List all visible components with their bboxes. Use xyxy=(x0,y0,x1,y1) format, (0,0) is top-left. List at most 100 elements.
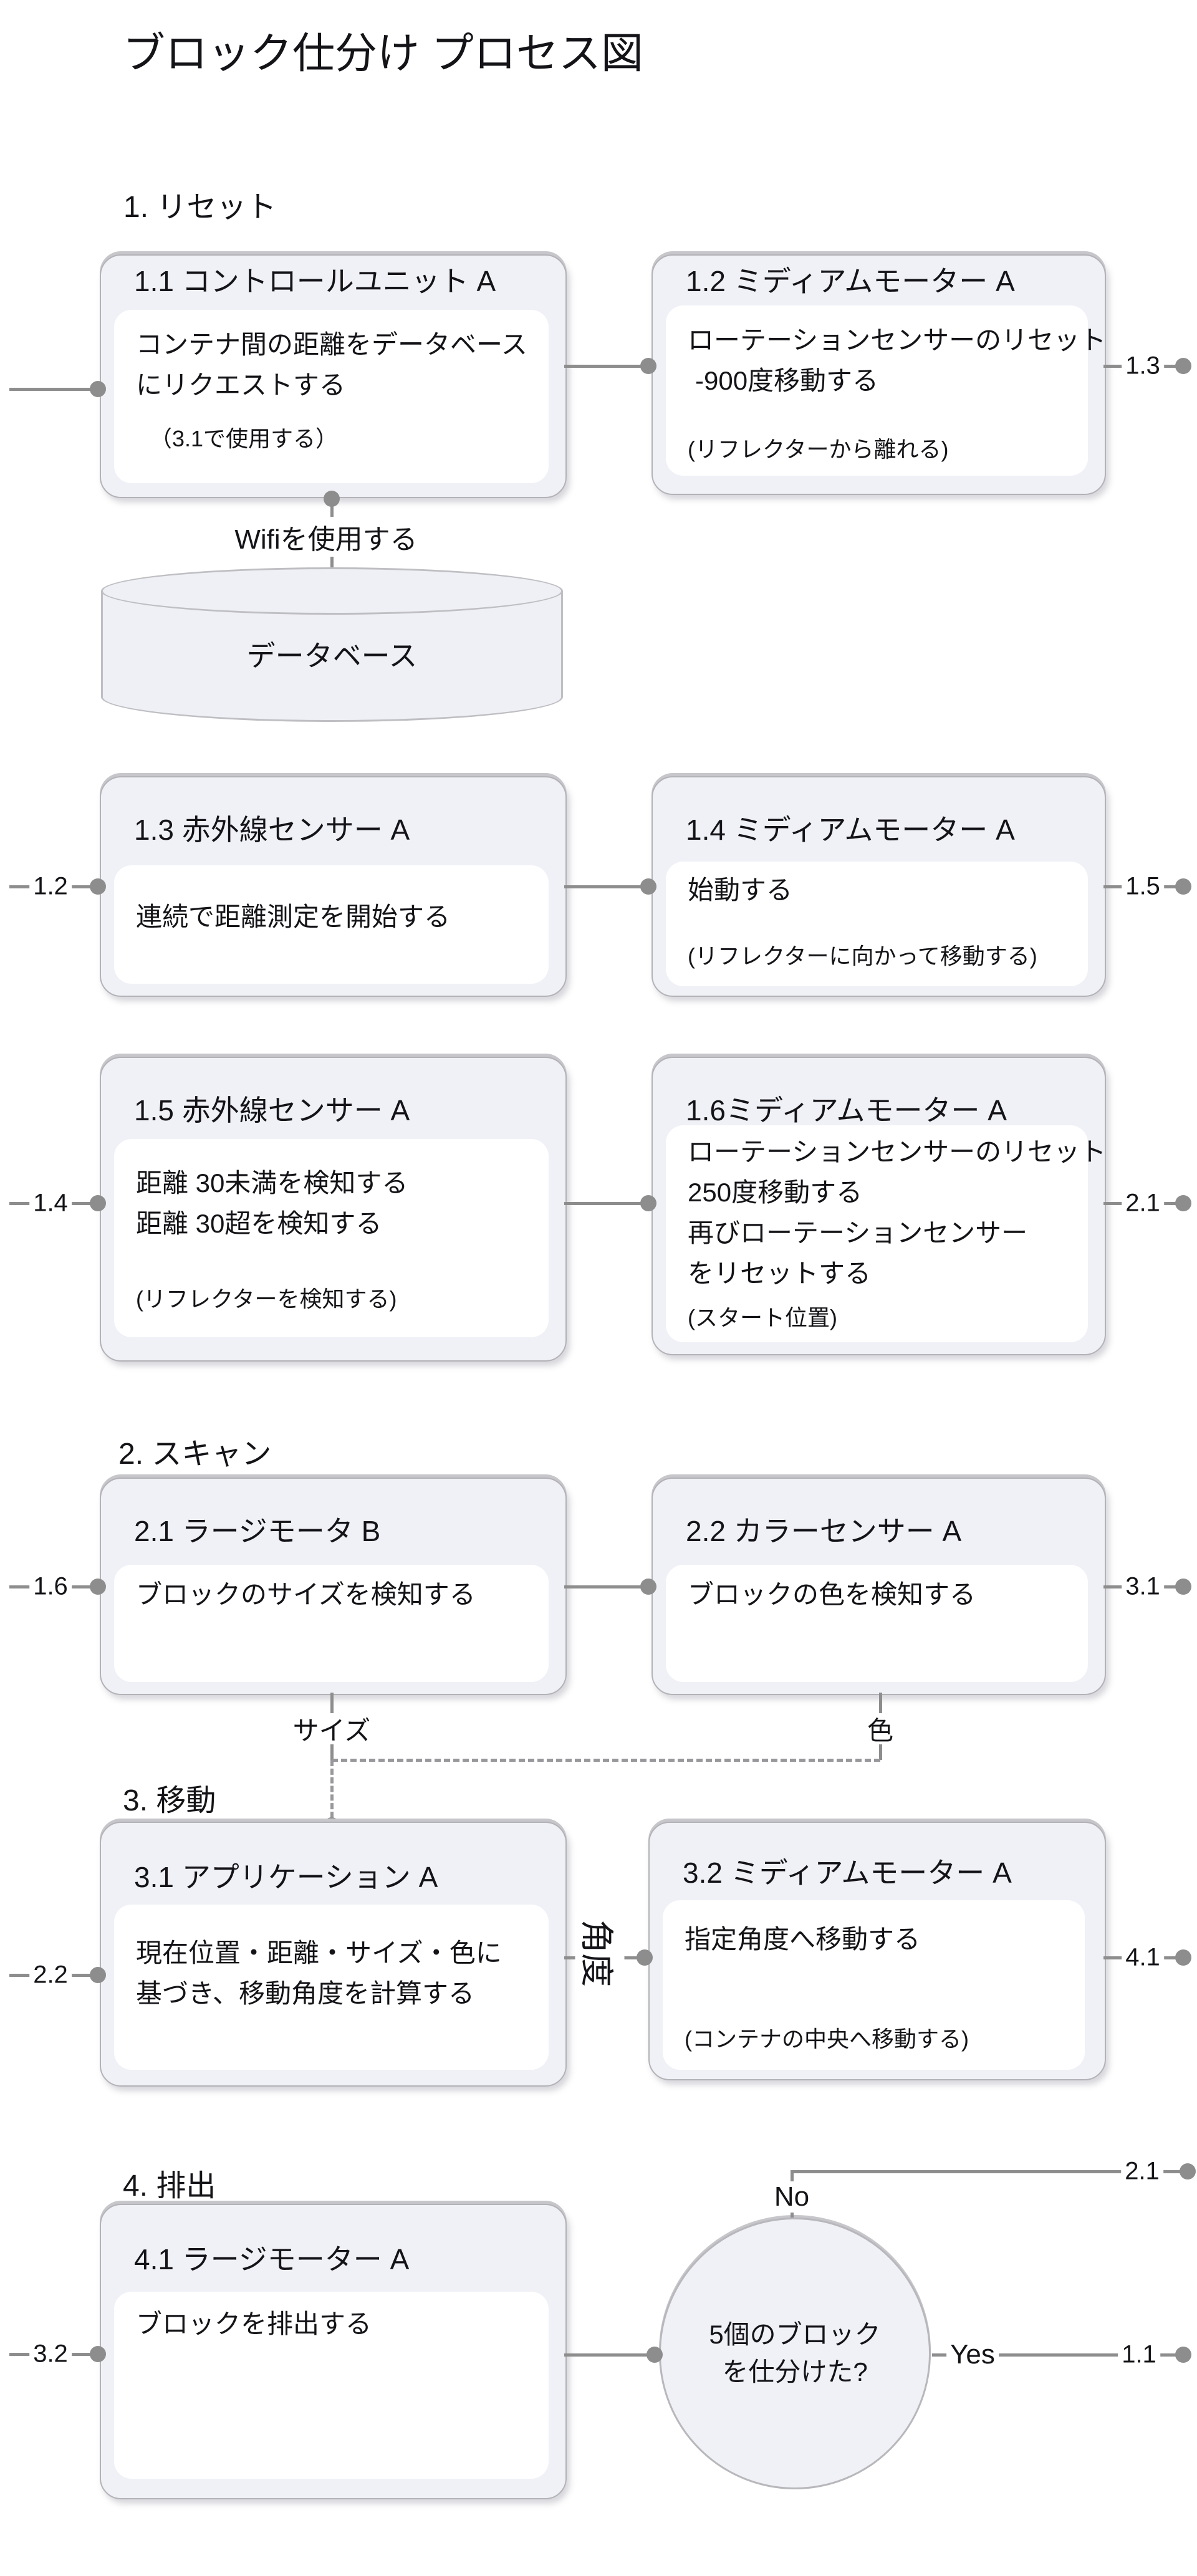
edge-label-in-3-2: 3.2 xyxy=(29,2340,72,2368)
section-label-move: 3. 移動 xyxy=(123,1784,216,1817)
box-1-2-body: ローテーションセンサーのリセット -900度移動する xyxy=(688,320,1106,401)
connector-1-4-out-dot xyxy=(1175,878,1191,895)
section-label-eject: 4. 排出 xyxy=(123,2170,216,2203)
edge-label-out-2-1: 2.1 xyxy=(1122,1189,1164,1218)
box-3-1-title: 3.1 アプリケーション A xyxy=(134,1861,438,1893)
box-1-1-note: （3.1で使用する） xyxy=(150,426,339,451)
box-1-5-body-line: 距離 30超を検知する xyxy=(136,1209,382,1238)
connector-2-2-out-dot xyxy=(1175,1579,1191,1595)
branch-dashed-vertical xyxy=(330,1760,334,1818)
connector-4-1-to-decision xyxy=(564,2353,655,2357)
box-3-1-body-line: 基づき、移動角度を計算する xyxy=(136,1979,475,2008)
edge-label-out-1-3: 1.3 xyxy=(1122,352,1164,380)
connector-no-dot xyxy=(1180,2163,1196,2180)
box-1-6-note: (スタート位置) xyxy=(688,1305,837,1330)
box-1-1-title: 1.1 コントロールユニット A xyxy=(134,265,496,297)
box-1-6-body-line: 再びローテーションセンサー xyxy=(688,1218,1028,1247)
box-1-1-panel xyxy=(114,310,549,483)
box-1-2-body-line: -900度移動する xyxy=(695,366,879,395)
box-1-5-title: 1.5 赤外線センサー A xyxy=(134,1094,410,1127)
box-1-4-note: (リフレクターに向かって移動する) xyxy=(688,943,1037,969)
connector-4-1-in-dot xyxy=(90,2346,106,2362)
database-label: データベース xyxy=(246,640,418,672)
box-1-1-body: コンテナ間の距離をデータベース にリクエストする xyxy=(136,324,527,405)
box-2-1-body-line: ブロックのサイズを検知する xyxy=(136,1580,476,1609)
edge-label-out-1-5: 1.5 xyxy=(1122,872,1164,901)
edge-label-in-1-2: 1.2 xyxy=(29,872,72,901)
branch-angle-label: 角度 xyxy=(575,1913,625,1993)
box-1-2-body-line: ローテーションセンサーのリセット xyxy=(688,325,1107,355)
box-1-2-note: (リフレクターから離れる) xyxy=(688,436,949,462)
box-2-1-body: ブロックのサイズを検知する xyxy=(136,1574,476,1615)
decision-circle: 5個のブロック を仕分けた? xyxy=(659,2218,931,2489)
box-1-3-title: 1.3 赤外線センサー A xyxy=(134,814,410,846)
box-1-2-panel xyxy=(666,305,1088,476)
connector-1-5-to-1-6 xyxy=(564,1202,651,1205)
box-3-1-panel xyxy=(114,1905,549,2070)
box-4-1-panel xyxy=(114,2292,549,2479)
box-3-2-panel xyxy=(663,1900,1085,2070)
branch-dashed-horizontal xyxy=(332,1759,880,1762)
connector-3-1-to-3-2-dot xyxy=(637,1949,653,1966)
connector-no-horizontal xyxy=(791,2170,1188,2173)
edge-label-in-1-4: 1.4 xyxy=(29,1189,72,1218)
box-3-1-body: 現在位置・距離・サイズ・色に 基づき、移動角度を計算する xyxy=(136,1933,502,2014)
box-1-5-panel xyxy=(114,1139,549,1337)
box-1-4-body-line: 始動する xyxy=(688,875,793,905)
box-2-2-title: 2.2 カラーセンサー A xyxy=(686,1515,962,1547)
box-1-3-body: 連続で距離測定を開始する xyxy=(136,896,450,937)
connector-3-1-in-dot xyxy=(90,1967,106,1983)
connector-1-1-bottom-dot xyxy=(324,491,340,507)
edge-label-out-3-1: 3.1 xyxy=(1122,1572,1164,1601)
connector-1-2-out-dot xyxy=(1175,358,1191,374)
box-1-6-panel xyxy=(666,1125,1088,1342)
box-3-2-title: 3.2 ミディアムモーター A xyxy=(683,1857,1012,1889)
database-cylinder-top xyxy=(101,567,563,615)
connector-1-5-in-dot xyxy=(90,1195,106,1211)
box-1-4-title: 1.4 ミディアムモーター A xyxy=(686,814,1015,846)
edge-label-yes-1-1: 1.1 xyxy=(1118,2340,1160,2369)
box-3-2-body: 指定角度へ移動する xyxy=(685,1919,920,1959)
branch-size-line-bottom xyxy=(330,1744,334,1760)
box-1-6-body-line: をリセットする xyxy=(688,1259,872,1288)
box-1-6-body-line: ローテーションセンサーのリセット xyxy=(688,1137,1107,1166)
section-label-scan: 2. スキャン xyxy=(118,1438,272,1471)
branch-size-line-top xyxy=(330,1693,334,1713)
connector-2-1-in-dot xyxy=(90,1579,106,1595)
box-1-3-panel xyxy=(114,865,549,984)
box-3-1-body-line: 現在位置・距離・サイズ・色に xyxy=(136,1938,502,1968)
branch-color-line-bottom xyxy=(879,1744,882,1760)
edge-label-out-4-1: 4.1 xyxy=(1122,1943,1164,1972)
box-1-3-body-line: 連続で距離測定を開始する xyxy=(136,902,451,931)
connector-yes-dot xyxy=(1175,2347,1191,2363)
edge-label-no-2-1: 2.1 xyxy=(1121,2157,1163,2186)
box-2-1-title: 2.1 ラージモータ B xyxy=(134,1515,381,1547)
branch-size-label: サイズ xyxy=(292,1716,371,1746)
box-2-1-panel xyxy=(114,1565,549,1682)
box-2-2-body: ブロックの色を検知する xyxy=(688,1574,976,1615)
edge-label-in-2-2: 2.2 xyxy=(29,1961,72,1989)
connector-1-3-in-dot xyxy=(90,878,106,895)
decision-text-line: 5個のブロック xyxy=(709,2320,881,2349)
connector-4-1-to-decision-dot xyxy=(647,2347,663,2363)
decision-text-line: を仕分けた? xyxy=(722,2357,868,2386)
connector-yes-line xyxy=(932,2353,1178,2357)
wifi-label: Wifiを使用する xyxy=(231,517,421,557)
box-1-4-panel xyxy=(666,862,1088,986)
box-1-5-note: (リフレクターを検知する) xyxy=(136,1286,397,1312)
branch-color-line-top xyxy=(879,1693,882,1713)
connector-1-3-to-1-4 xyxy=(564,885,651,888)
box-2-2-panel xyxy=(666,1565,1088,1682)
box-1-1-body-line: にリクエストする xyxy=(136,370,346,400)
decision-yes-label: Yes xyxy=(946,2339,999,2370)
box-1-2-title: 1.2 ミディアムモーター A xyxy=(686,265,1015,297)
box-1-4-body: 始動する xyxy=(688,870,792,910)
box-4-1-body-line: ブロックを排出する xyxy=(136,2309,372,2338)
edge-label-in-1-6: 1.6 xyxy=(29,1572,72,1601)
box-1-6-title: 1.6ミディアムモーター A xyxy=(686,1094,1007,1127)
box-4-1-body: ブロックを排出する xyxy=(136,2304,372,2344)
connector-start-in xyxy=(9,388,98,391)
branch-color-label: 色 xyxy=(867,1716,894,1746)
connector-1-1-to-1-2 xyxy=(564,365,651,368)
